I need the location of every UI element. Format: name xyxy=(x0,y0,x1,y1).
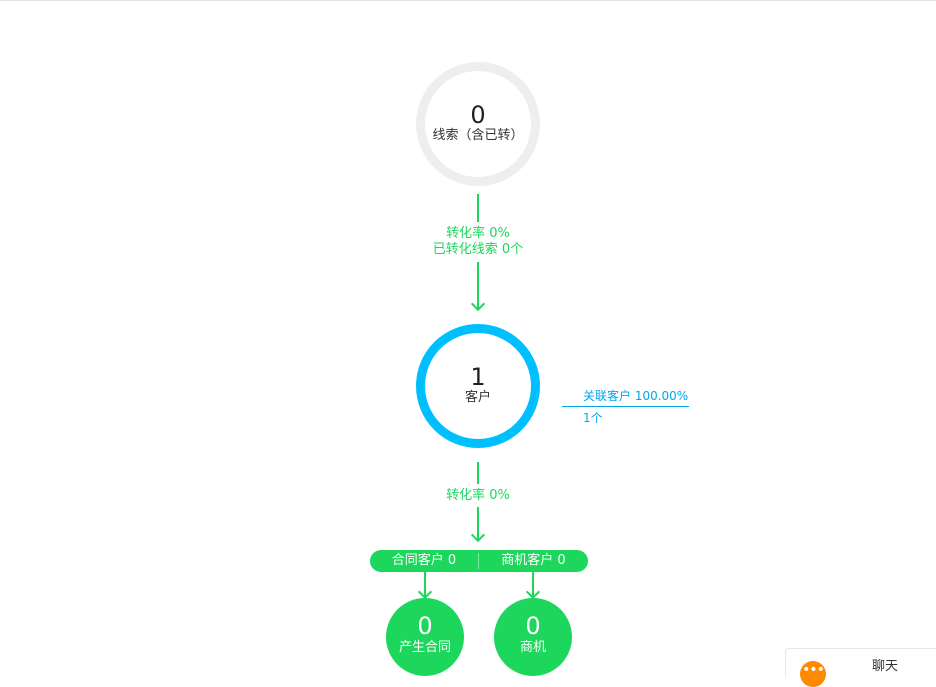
customer-split-bar: 合同客户 0 商机客户 0 xyxy=(370,550,588,572)
chat-label[interactable]: 聊天 xyxy=(872,659,899,674)
contracts-label: 产生合同 xyxy=(398,640,451,655)
customer-count-circle: 1 客户 xyxy=(416,324,540,448)
lead-conversion-rate: 转化率 0% xyxy=(446,226,510,241)
opportunities-count: 0 xyxy=(525,612,541,640)
connector-line xyxy=(477,262,479,308)
converted-lead-count: 已转化线索 0个 xyxy=(432,242,524,257)
opportunities-label: 商机 xyxy=(519,640,546,655)
connector-line xyxy=(532,572,534,596)
arrow-down-icon xyxy=(470,296,486,312)
customer-conversion-rate: 转化率 0% xyxy=(446,488,510,503)
customer-count: 1 xyxy=(470,363,486,391)
customer-label: 客户 xyxy=(464,390,491,405)
contract-customers-segment: 合同客户 0 xyxy=(391,553,457,568)
top-divider xyxy=(0,0,936,1)
contracts-count-circle: 0 产生合同 xyxy=(386,598,464,676)
opportunity-customers-segment: 商机客户 0 xyxy=(501,553,566,568)
chat-widget[interactable]: ••• 聊天 xyxy=(785,648,936,687)
chat-bubble-icon[interactable]: ••• xyxy=(800,661,826,687)
related-customers-count: 1个 xyxy=(583,411,603,425)
connector-line xyxy=(424,572,426,596)
related-customers-underline xyxy=(562,406,689,407)
arrow-down-icon xyxy=(417,584,433,600)
contracts-count: 0 xyxy=(417,612,433,640)
connector-line xyxy=(477,462,479,484)
connector-line xyxy=(477,194,479,222)
lead-count: 0 xyxy=(470,101,486,129)
arrow-down-icon xyxy=(470,527,486,543)
connector-line xyxy=(477,507,479,539)
arrow-down-icon xyxy=(525,584,541,600)
lead-count-circle: 0 线索（含已转） xyxy=(416,62,540,186)
related-customers-label: 关联客户 100.00% xyxy=(583,389,689,403)
split-divider xyxy=(478,553,479,569)
lead-label: 线索（含已转） xyxy=(432,128,524,143)
opportunities-count-circle: 0 商机 xyxy=(494,598,572,676)
